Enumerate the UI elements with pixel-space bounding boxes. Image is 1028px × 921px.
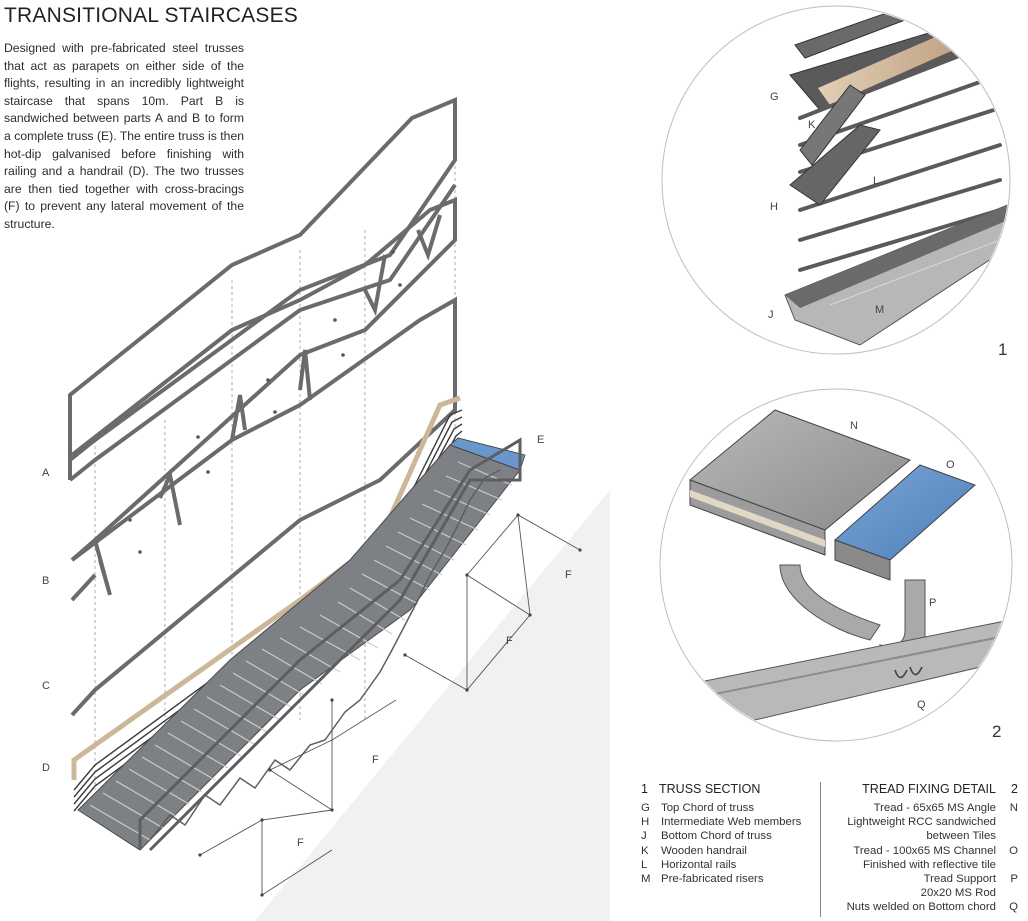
legend-item: between Tiles — [926, 830, 996, 843]
label-l: L — [873, 175, 879, 187]
detail-1-truss-section: G K H L J M 1 — [661, 5, 1011, 359]
label-e: E — [537, 434, 544, 446]
label-h: H — [770, 201, 778, 213]
intro-paragraph: Designed with pre-fabricated steel truss… — [4, 41, 244, 231]
label-q: Q — [917, 699, 926, 711]
label-g: G — [770, 91, 779, 103]
detail-2-tread-fixing: N O P Q 2 — [659, 388, 1013, 742]
legend-left-number: 1 — [641, 782, 648, 796]
legend-item: Finished with reflective tile — [863, 858, 996, 871]
label-k: K — [808, 119, 816, 131]
label-b: B — [42, 575, 49, 587]
legend-item: Lightweight RCC sandwiched — [847, 816, 996, 829]
page-title: TRANSITIONAL STAIRCASES — [4, 4, 298, 27]
cross-bracing-nodes — [198, 513, 582, 897]
legend-right-number: 2 — [1011, 782, 1018, 796]
legend-item: 20x20 MS Rod — [920, 887, 996, 900]
label-p: P — [929, 597, 936, 609]
legend-right-heading: TREAD FIXING DETAIL — [862, 782, 996, 796]
legend-divider — [820, 782, 821, 917]
truss-part-a — [68, 96, 457, 482]
detail-1-number: 1 — [998, 340, 1007, 359]
assembled-staircase-e — [77, 437, 526, 852]
ground-plane — [255, 490, 610, 921]
label-o: O — [946, 459, 955, 471]
truss-web-lines — [149, 469, 501, 841]
label-f-1: F — [565, 569, 572, 581]
legend-left-heading: TRUSS SECTION — [659, 782, 761, 796]
label-c: C — [42, 680, 50, 692]
label-f-3: F — [372, 754, 379, 766]
label-d: D — [42, 762, 50, 774]
stair-treads — [89, 461, 513, 841]
truss-part-c — [70, 296, 457, 717]
label-j: J — [768, 309, 774, 321]
label-f-4: F — [297, 837, 304, 849]
detail-2-number: 2 — [992, 722, 1001, 741]
label-n: N — [850, 420, 858, 432]
truss-b-bolts — [128, 250, 402, 554]
legend-tread-fixing: TREAD FIXING DETAIL 2 Tread - 65x65 MS A… — [828, 782, 1018, 915]
label-a: A — [42, 467, 50, 479]
label-m: M — [875, 304, 884, 316]
label-f-2: F — [506, 635, 513, 647]
